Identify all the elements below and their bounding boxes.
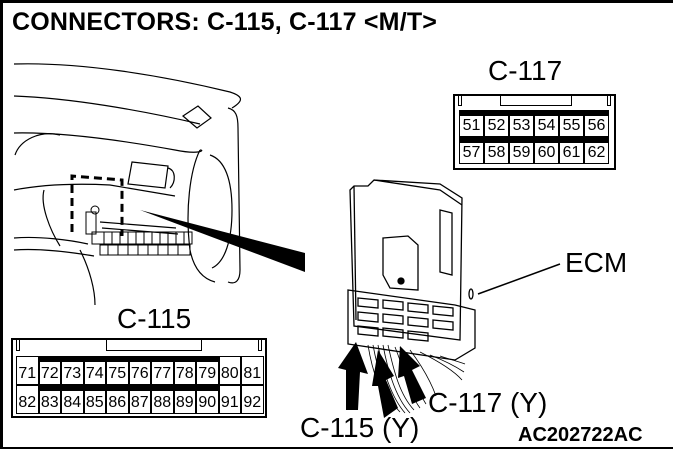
c117-pin: 58	[484, 137, 509, 164]
frame-left-border	[0, 0, 3, 447]
c115-key-left	[16, 340, 20, 351]
frame-top-border	[0, 0, 673, 3]
c115-pin: 81	[241, 356, 264, 385]
c115-pin: 73	[61, 356, 84, 385]
c115-pin: 80	[218, 356, 241, 385]
c115-connector: 71 72 73 74 75 76 77 78 79 80 81 82 83 8…	[11, 338, 267, 418]
c117-lock-tab	[500, 96, 572, 106]
fuse-block	[85, 205, 193, 256]
c117-arrow	[398, 346, 426, 404]
c117-pin: 59	[509, 137, 534, 164]
ecm-label: ECM	[565, 247, 628, 278]
c115-pin: 92	[241, 385, 264, 414]
c117-arrow-left	[372, 350, 398, 418]
c115-pin: 91	[218, 385, 241, 414]
c117-pin: 57	[459, 137, 484, 164]
c115-pin: 84	[61, 385, 84, 414]
c117-pin: 60	[534, 137, 559, 164]
c117-pin-grid: 51 52 53 54 55 56 57 58 59 60 61 62	[459, 110, 609, 164]
c117-y-label: C-117 (Y)	[428, 387, 548, 418]
c115-pin: 78	[173, 356, 196, 385]
c117-key-left	[458, 96, 462, 106]
c117-pin: 53	[509, 110, 534, 137]
ecm-location-dashed-box	[70, 174, 124, 236]
c115-pin: 77	[151, 356, 174, 385]
c115-pin: 88	[151, 385, 174, 414]
c117-pin: 54	[534, 110, 559, 137]
frame-bottom-border	[0, 447, 673, 449]
c115-pin: 71	[16, 356, 39, 385]
c115-pin: 82	[16, 385, 39, 414]
c115-arrow	[338, 342, 368, 410]
c117-connector: 51 52 53 54 55 56 57 58 59 60 61 62	[453, 94, 616, 170]
c115-pin: 87	[128, 385, 151, 414]
c115-pin: 86	[106, 385, 129, 414]
c115-pin: 79	[196, 356, 219, 385]
c117-pin: 56	[584, 110, 609, 137]
c115-pin: 89	[173, 385, 196, 414]
c115-key-right	[258, 340, 262, 351]
diagram-title: CONNECTORS: C-115, C-117 <M/T>	[12, 8, 438, 36]
ecm-unit	[347, 179, 476, 361]
c115-pin: 72	[38, 356, 61, 385]
c115-lock-tab	[106, 340, 202, 351]
dashboard-outline	[13, 63, 241, 306]
pointer-wedge	[140, 210, 305, 272]
c117-connector-label: C-117	[488, 55, 563, 86]
ecm-leader-line	[477, 263, 561, 295]
c117-key-right	[607, 96, 611, 106]
c117-pin: 51	[459, 110, 484, 137]
c117-pin: 62	[584, 137, 609, 164]
c115-pin: 75	[106, 356, 129, 385]
c115-pin: 74	[83, 356, 106, 385]
c115-pin: 85	[83, 385, 106, 414]
c115-connector-label: C-115	[117, 303, 192, 334]
figure-code: AC202722AC	[518, 424, 643, 446]
c115-pin: 90	[196, 385, 219, 414]
c117-pin: 52	[484, 110, 509, 137]
c115-pin: 76	[128, 356, 151, 385]
c115-pin-grid: 71 72 73 74 75 76 77 78 79 80 81 82 83 8…	[16, 356, 264, 414]
c117-pin: 55	[559, 110, 584, 137]
c115-pin: 83	[38, 385, 61, 414]
c117-pin: 61	[559, 137, 584, 164]
c115-y-label: C-115 (Y)	[300, 412, 420, 443]
